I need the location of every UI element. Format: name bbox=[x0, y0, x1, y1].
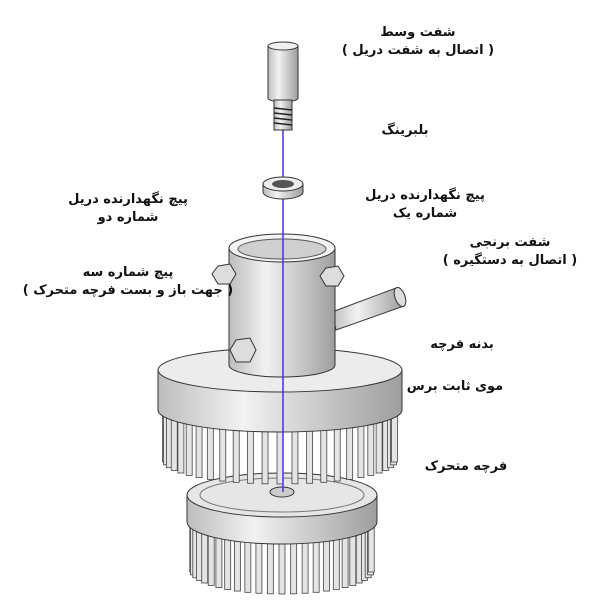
label-title: موی ثابت برس bbox=[406, 379, 504, 394]
bristle bbox=[312, 535, 320, 593]
label-note: ( جهت باز و بست فرچه متحرک ) bbox=[22, 283, 234, 298]
label-brass-shaft: شفت برنجی ( اتصال به دستگیره ) bbox=[443, 234, 577, 270]
label-brush-body: بدنه فرچه bbox=[430, 336, 494, 354]
bristle bbox=[232, 423, 240, 483]
screw-two bbox=[211, 263, 237, 285]
bristle bbox=[206, 421, 214, 480]
bristle bbox=[346, 421, 354, 480]
label-title: بدنه فرچه bbox=[430, 337, 494, 352]
bristle bbox=[320, 423, 328, 483]
bristle bbox=[244, 535, 252, 593]
brass-shaft-handle bbox=[331, 286, 407, 331]
bristle bbox=[185, 416, 193, 476]
bristle bbox=[290, 537, 298, 595]
bristle bbox=[323, 534, 331, 592]
housing-cylinder bbox=[228, 233, 336, 378]
bristle bbox=[215, 531, 223, 588]
label-moving-brush: فرچه متحرک bbox=[425, 458, 508, 476]
label-title: فرچه متحرک bbox=[424, 459, 508, 474]
label-screw-three: پیچ شماره سه ( جهت باز و بست فرچه متحرک … bbox=[23, 264, 233, 300]
bristle bbox=[266, 537, 274, 595]
label-title: پیچ نگهدارنده دریل bbox=[68, 192, 188, 207]
bristle bbox=[255, 536, 263, 594]
bristle bbox=[349, 528, 357, 586]
bristle bbox=[332, 533, 340, 590]
bristle bbox=[357, 419, 365, 478]
label-title: بلبرینگ bbox=[381, 123, 429, 138]
label-title: شفت وسط bbox=[380, 25, 456, 40]
label-title: پیچ نگهدارنده دریل bbox=[365, 188, 485, 203]
screw-three bbox=[229, 337, 257, 363]
screw-one bbox=[319, 265, 345, 287]
label-note: شماره یک bbox=[392, 206, 458, 221]
bristle bbox=[301, 536, 309, 594]
label-title: شفت برنجی bbox=[469, 235, 551, 250]
bristle bbox=[219, 422, 227, 482]
bristle bbox=[278, 537, 286, 595]
bristle bbox=[333, 422, 341, 482]
label-drill-screw-two: پیچ نگهدارنده دریل شماره دو bbox=[68, 191, 188, 227]
bristle bbox=[246, 424, 254, 484]
bristle bbox=[341, 531, 349, 588]
label-bearing: بلبرینگ bbox=[381, 122, 428, 140]
label-note: شماره دو bbox=[97, 210, 159, 225]
middle-shaft bbox=[267, 41, 299, 131]
bristle bbox=[224, 533, 232, 590]
label-title: پیچ شماره سه bbox=[82, 265, 174, 280]
bearing bbox=[262, 176, 304, 200]
label-note: ( اتصال به دستگیره ) bbox=[442, 253, 578, 268]
bristle bbox=[291, 425, 299, 485]
bristle bbox=[261, 425, 269, 485]
bristle bbox=[233, 534, 241, 592]
label-middle-shaft: شفت وسط ( اتصال به شفت دریل ) bbox=[342, 24, 494, 60]
bristle bbox=[276, 425, 284, 485]
label-drill-screw-one: پیچ نگهدارنده دریل شماره یک bbox=[365, 187, 485, 223]
bristle bbox=[207, 528, 215, 586]
bristle bbox=[195, 419, 203, 478]
label-fixed-bristles: موی ثابت برس bbox=[407, 378, 503, 396]
bristle bbox=[306, 424, 314, 484]
bristle bbox=[367, 416, 375, 476]
label-note: ( اتصال به شفت دریل ) bbox=[341, 43, 495, 58]
